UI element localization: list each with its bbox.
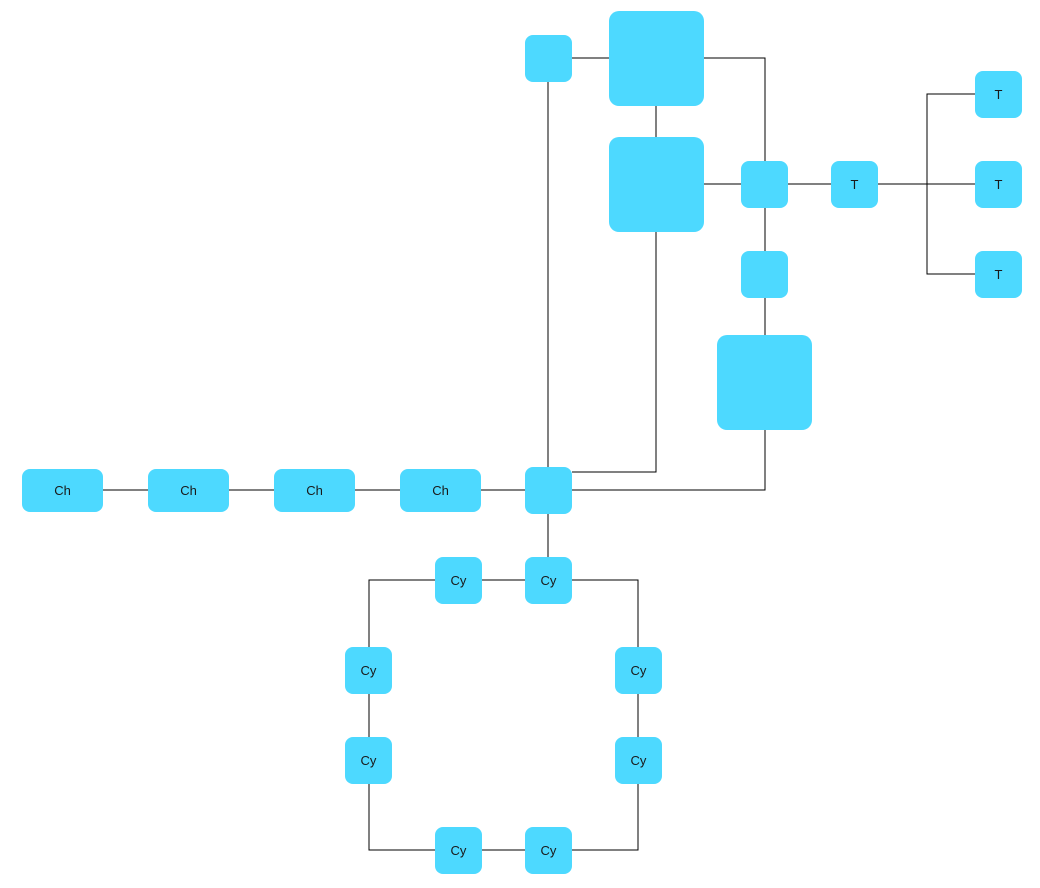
edge-square-bottom-to-hub	[572, 430, 766, 491]
node-ch-4[interactable]: Ch	[400, 469, 481, 512]
node-t-leaf-3[interactable]: T	[975, 251, 1022, 298]
svg-text:Ch: Ch	[54, 483, 71, 498]
svg-text:T: T	[995, 177, 1003, 192]
edge-cy-3-to-cy-4	[572, 784, 639, 851]
node-t-root[interactable]: T	[831, 161, 878, 208]
node-cy-6[interactable]: Cy	[345, 737, 392, 784]
node-junction[interactable]	[741, 161, 788, 208]
svg-text:Cy: Cy	[631, 663, 647, 678]
node-square-top[interactable]	[609, 11, 704, 106]
node-cy-1[interactable]: Cy	[525, 557, 572, 604]
svg-text:Cy: Cy	[631, 753, 647, 768]
node-hub[interactable]	[525, 467, 572, 514]
svg-text:T: T	[995, 267, 1003, 282]
svg-text:Cy: Cy	[451, 573, 467, 588]
svg-text:Cy: Cy	[361, 663, 377, 678]
svg-text:Ch: Ch	[432, 483, 449, 498]
node-cy-5[interactable]: Cy	[435, 827, 482, 874]
node-small-mid[interactable]	[741, 251, 788, 298]
node-square-bottom[interactable]	[717, 335, 812, 430]
node-cy-8[interactable]: Cy	[435, 557, 482, 604]
node-t-leaf-1[interactable]: T	[975, 71, 1022, 118]
svg-text:Cy: Cy	[361, 753, 377, 768]
edges	[103, 57, 975, 851]
edge-cy-1-to-cy-2	[572, 579, 639, 647]
edge-square-top-to-junction	[704, 57, 766, 161]
node-ch-3[interactable]: Ch	[274, 469, 355, 512]
node-cy-2[interactable]: Cy	[615, 647, 662, 694]
edge-square-mid-to-hub	[572, 232, 657, 473]
svg-text:T: T	[995, 87, 1003, 102]
edge-cy-5-to-cy-6	[368, 784, 435, 851]
node-top-small[interactable]	[525, 35, 572, 82]
svg-text:Cy: Cy	[451, 843, 467, 858]
node-cy-7[interactable]: Cy	[345, 647, 392, 694]
edge-t-root-to-t-leaf-1	[926, 93, 975, 184]
edge-cy-7-to-cy-8	[368, 579, 435, 647]
nodes: T T T T Ch Ch Ch Ch	[22, 11, 1022, 874]
edge-t-root-to-t-leaf-3	[926, 184, 975, 275]
node-t-leaf-2[interactable]: T	[975, 161, 1022, 208]
node-ch-1[interactable]: Ch	[22, 469, 103, 512]
svg-text:Ch: Ch	[306, 483, 323, 498]
svg-text:Cy: Cy	[541, 573, 557, 588]
node-ch-2[interactable]: Ch	[148, 469, 229, 512]
svg-text:Ch: Ch	[180, 483, 197, 498]
svg-text:Cy: Cy	[541, 843, 557, 858]
node-cy-4[interactable]: Cy	[525, 827, 572, 874]
node-cy-3[interactable]: Cy	[615, 737, 662, 784]
node-square-mid[interactable]	[609, 137, 704, 232]
svg-text:T: T	[851, 177, 859, 192]
